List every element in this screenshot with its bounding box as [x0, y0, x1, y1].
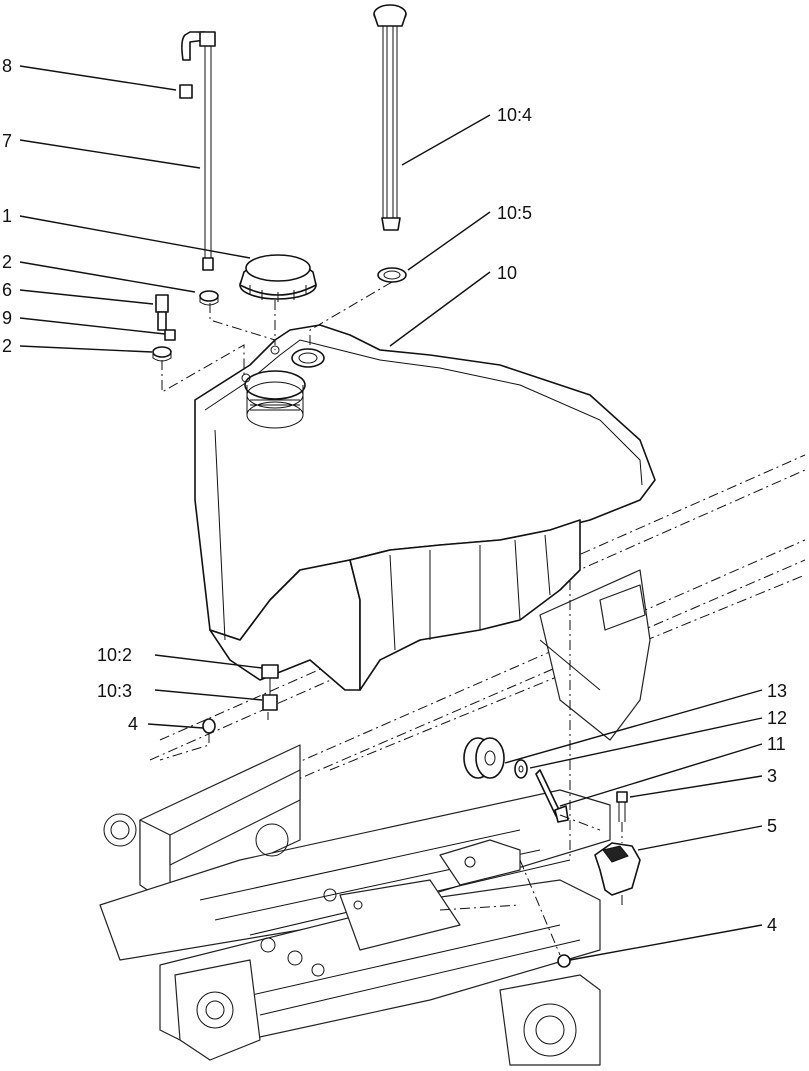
callout-13: 13 — [767, 681, 787, 701]
lock-nut-upper — [202, 718, 216, 734]
callout-11: 11 — [767, 734, 786, 754]
grommet-lower — [152, 346, 172, 362]
callout-7: 7 — [2, 131, 12, 151]
rubber-spacer — [463, 737, 505, 779]
assembly-lines — [159, 281, 623, 956]
fuel-tank — [194, 324, 656, 711]
hose-clamp — [164, 329, 176, 341]
callout-8: 8 — [2, 56, 12, 76]
fuel-cap — [239, 254, 317, 302]
callout-2-lower: 2 — [2, 336, 12, 356]
carriage-bolt — [535, 769, 569, 823]
callout-4-upper: 4 — [128, 714, 138, 734]
chassis-frame — [99, 454, 806, 1066]
callout-4-lower: 4 — [767, 915, 777, 935]
callout-10-2: 10:2 — [97, 645, 132, 665]
callout-2-upper: 2 — [2, 252, 12, 272]
callout-6: 6 — [2, 280, 12, 300]
callout-5: 5 — [767, 816, 777, 836]
callout-10-5: 10:5 — [497, 203, 532, 223]
grommet-upper — [199, 290, 219, 306]
elbow-fitting — [155, 294, 169, 331]
callout-10-4: 10:4 — [497, 105, 532, 125]
callout-10: 10 — [497, 263, 517, 283]
tank-bracket — [594, 842, 641, 896]
callout-9: 9 — [2, 308, 12, 328]
callout-12: 12 — [767, 708, 787, 728]
fuel-level-sender — [373, 4, 407, 231]
flat-washer — [514, 759, 528, 779]
sender-gasket — [377, 267, 407, 283]
leader-lines — [19, 65, 763, 961]
lock-nut-lower — [557, 954, 571, 968]
callout-3: 3 — [767, 766, 777, 786]
capscrew — [616, 791, 628, 822]
callout-1: 1 — [2, 206, 12, 226]
vent-tube — [179, 31, 216, 271]
callout-10-3: 10:3 — [97, 681, 132, 701]
callout-labels: 8 7 1 2 6 9 2 10:4 10:5 10 10:2 10:3 4 1… — [2, 56, 787, 935]
